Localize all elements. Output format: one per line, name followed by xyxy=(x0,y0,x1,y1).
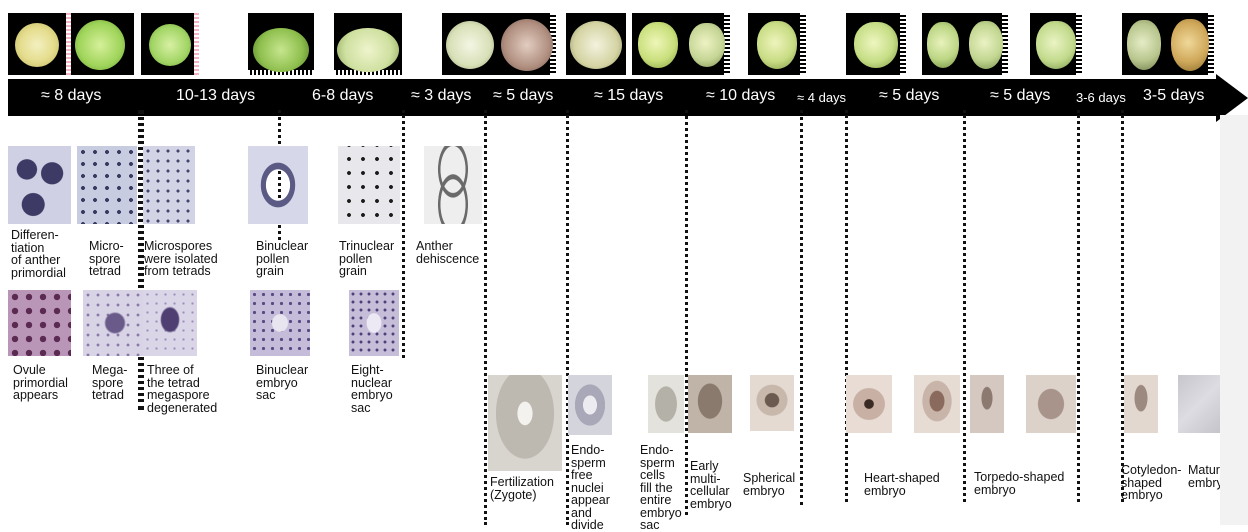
stage-label: Torpedo-shaped embryo xyxy=(974,471,1064,496)
duration-label: ≈ 3 days xyxy=(411,87,471,105)
stage-divider xyxy=(402,110,405,358)
stage-divider xyxy=(845,110,848,502)
micrograph-ovule-primordial xyxy=(8,290,71,356)
stage-divider xyxy=(1077,110,1080,502)
duration-label: ≈ 5 days xyxy=(879,87,939,105)
stage-divider xyxy=(484,110,487,525)
micrograph-microspores-isolated xyxy=(143,146,195,224)
stage-label: Heart-shaped embryo xyxy=(864,472,940,497)
micrograph-binuclear-embryo-sac xyxy=(250,290,310,356)
photo-inflorescence-6 xyxy=(442,13,498,75)
stage-label: Ovule primordial appears xyxy=(13,364,68,402)
micrograph-binuclear-pollen xyxy=(248,146,308,224)
photo-seed-9 xyxy=(1166,13,1214,75)
micrograph-anther-primordial xyxy=(8,146,71,224)
photo-seed-4 xyxy=(846,13,906,75)
micrograph-megaspore-degenerated xyxy=(143,290,197,356)
duration-label: ≈ 10 days xyxy=(706,87,775,105)
micrograph-torpedo-embryo-1 xyxy=(970,375,1004,433)
photo-seed-2 xyxy=(684,13,730,75)
photo-inflorescence-5 xyxy=(334,13,402,75)
photo-seed-5 xyxy=(922,13,964,75)
stage-label: Spherical embryo xyxy=(743,472,795,497)
micrograph-eight-nuclear-embryo-sac xyxy=(349,290,399,356)
stage-divider xyxy=(800,110,803,505)
stage-label: Binuclear pollen grain xyxy=(256,240,308,278)
micrograph-endosperm-free-nuclei xyxy=(568,375,612,435)
photo-inflorescence-3 xyxy=(141,13,199,75)
stage-label: Differen- tiation of anther primordial xyxy=(11,229,66,279)
photo-seed-8 xyxy=(1122,13,1166,75)
photo-inflorescence-2 xyxy=(66,13,134,75)
stage-label: Eight- nuclear embryo sac xyxy=(351,364,393,414)
micrograph-heart-embryo-1 xyxy=(846,375,892,433)
stage-label: Fertilization (Zygote) xyxy=(490,476,554,501)
duration-label: 6-8 days xyxy=(312,87,373,105)
stage-label: Trinuclear pollen grain xyxy=(339,240,394,278)
duration-label: ≈ 15 days xyxy=(594,87,663,105)
duration-label: ≈ 5 days xyxy=(493,87,553,105)
stage-label: Microspores were isolated from tetrads xyxy=(144,240,218,278)
micrograph-microspore-tetrad xyxy=(77,146,137,224)
micrograph-anther-dehiscence xyxy=(424,146,482,224)
stage-label: Cotyledon- shaped embryo xyxy=(1121,464,1181,502)
micrograph-fertilization xyxy=(488,375,562,471)
micrograph-torpedo-embryo-2 xyxy=(1026,375,1076,433)
stage-label: Three of the tetrad megaspore degenerate… xyxy=(147,364,217,414)
stage-label: Binuclear embryo sac xyxy=(256,364,308,402)
photo-inflorescence-4 xyxy=(248,13,314,75)
duration-label: 3-6 days xyxy=(1076,90,1126,105)
duration-label: ≈ 5 days xyxy=(990,87,1050,105)
photo-inflorescence-1 xyxy=(8,13,66,75)
micrograph-endosperm-cells xyxy=(648,375,684,433)
stage-divider xyxy=(963,110,966,502)
micrograph-megaspore-tetrad xyxy=(83,290,147,356)
stage-divider xyxy=(685,110,688,515)
duration-label: 10-13 days xyxy=(176,87,255,105)
stage-label: Early multi- cellular embryo xyxy=(690,460,732,510)
background-panel xyxy=(1220,115,1248,525)
micrograph-spherical-embryo xyxy=(750,375,794,431)
photo-seed-3 xyxy=(748,13,806,75)
duration-label: 3-5 days xyxy=(1143,87,1204,105)
duration-label: ≈ 4 days xyxy=(797,90,846,105)
stage-label: Endo- sperm free nuclei appear and divid… xyxy=(571,444,610,532)
stage-divider xyxy=(566,110,569,525)
micrograph-heart-embryo-2 xyxy=(914,375,960,433)
stage-label: Mega- spore tetrad xyxy=(92,364,127,402)
photo-seed-1 xyxy=(632,13,684,75)
photo-seed-6 xyxy=(964,13,1008,75)
duration-label: ≈ 8 days xyxy=(41,87,101,105)
stage-label: Anther dehiscence xyxy=(416,240,479,265)
stage-label: Endo- sperm cells fill the entire embryo… xyxy=(640,444,682,532)
photo-inflorescence-8 xyxy=(566,13,626,75)
micrograph-trinuclear-pollen xyxy=(338,146,400,224)
micrograph-cotyledon-embryo xyxy=(1124,375,1158,433)
micrograph-matured-embryo xyxy=(1178,375,1220,433)
micrograph-early-multicellular-embryo xyxy=(688,375,732,433)
photo-seed-7 xyxy=(1030,13,1082,75)
stage-label: Micro- spore tetrad xyxy=(89,240,124,278)
photo-inflorescence-7 xyxy=(498,13,556,75)
stage-divider xyxy=(1121,110,1124,502)
